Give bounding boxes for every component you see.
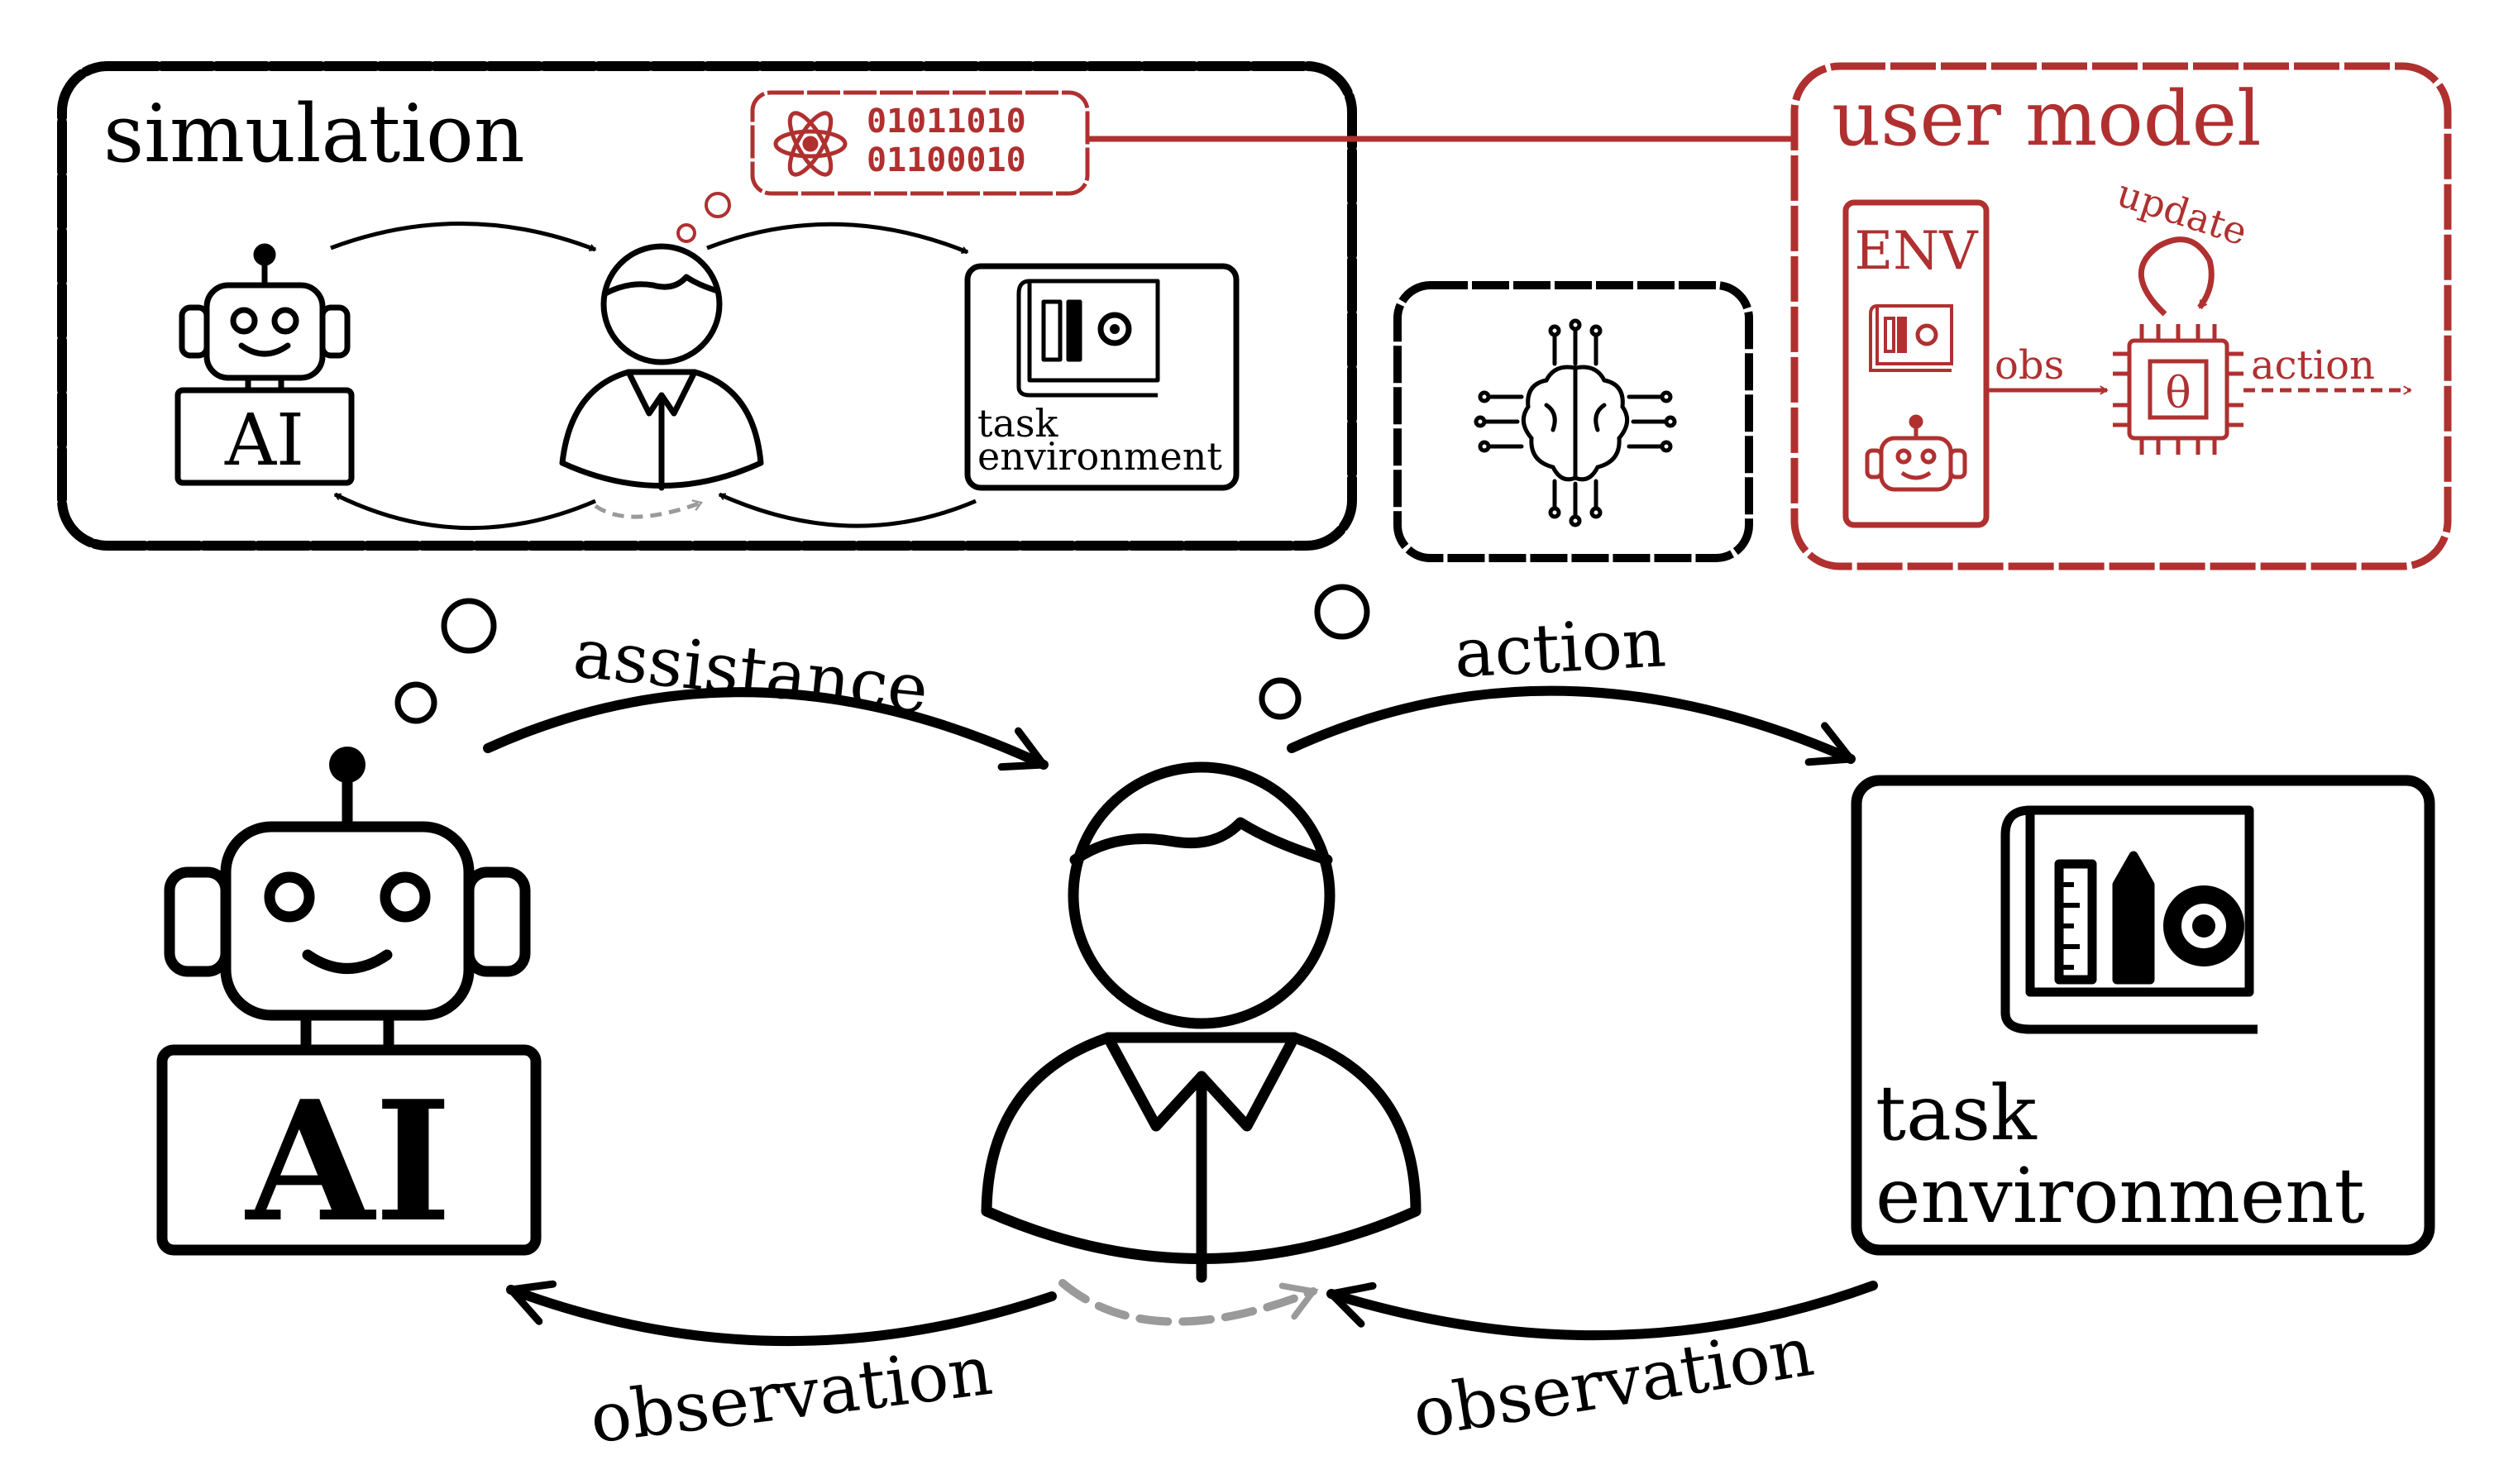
user-icon: [981, 761, 1422, 1283]
sim-ai-box: [174, 387, 355, 486]
user-model-title: user model: [1832, 74, 2262, 163]
action-label: action: [1452, 604, 1668, 693]
sim-gray-dashed-arrow: [594, 499, 704, 519]
brain-bubble: [1393, 281, 1753, 562]
user-model-panel: user model ENV obs: [1790, 62, 2452, 570]
brain-panel: [1393, 281, 1753, 562]
ruler-icon: [2054, 859, 2097, 985]
user-model-bubble: [1790, 62, 2452, 570]
observation-left-arrow: [506, 1280, 1057, 1347]
env-robot-icon: [1865, 414, 1967, 492]
sim-user-icon: [559, 243, 764, 491]
task-environment-box: [1851, 775, 2435, 1256]
sim-task-label-2: environment: [977, 434, 1222, 479]
simulation-bubble: [57, 61, 1357, 551]
user-model-thought: 01011010 01100010: [750, 90, 1794, 196]
sim-action-arrow: [706, 222, 969, 255]
observation-left-label: observation: [586, 1332, 996, 1459]
ai-label-box: [156, 1044, 542, 1256]
chip-icon: [2113, 324, 2243, 455]
task-label-1: task: [1875, 1069, 2038, 1157]
model-action-label: action: [2251, 342, 2375, 389]
sim-thought-dot-small: [676, 223, 696, 243]
ai-label: AI: [245, 1065, 452, 1259]
main-scene: AI task environment: [156, 584, 2435, 1459]
gear-icon: [2163, 885, 2244, 966]
gray-dashed-arrow: [1058, 1279, 1319, 1326]
assistance-label: assistance: [570, 614, 932, 729]
thought-dot-ai-small: [394, 681, 437, 724]
binary-line-2: 01100010: [867, 141, 1026, 179]
sim-assistance-arrow: [330, 222, 597, 252]
action-arrow: [1287, 685, 1856, 766]
sim-task-label-1: task: [977, 401, 1059, 446]
sim-task-environment-icon: [1016, 279, 1160, 398]
env-label: ENV: [1855, 221, 1980, 282]
sim-observation-right-arrow: [718, 492, 977, 528]
simulation-title: simulation: [103, 88, 525, 180]
binary-line-1: 01011010: [867, 103, 1026, 141]
thought-dot-user-small: [1259, 677, 1302, 720]
update-loop-arrow: [2138, 236, 2215, 317]
pencil-icon: [2112, 851, 2155, 985]
atom-icon: [773, 111, 848, 177]
thought-dot-ai-large: [441, 598, 497, 654]
task-label-2: environment: [1875, 1152, 2365, 1240]
sim-robot-icon: [179, 243, 351, 394]
sim-observation-left-arrow: [333, 492, 596, 531]
theta-label: θ: [2165, 369, 2191, 418]
thought-dot-user-large: [1314, 584, 1370, 640]
simulation-panel: simulation AI: [57, 61, 1357, 551]
env-column: [1842, 199, 1990, 528]
obs-label: obs: [1995, 342, 2064, 389]
binary-bubble: [750, 90, 1090, 196]
brain-circuit-icon: [1474, 318, 1677, 527]
ai-robot-icon: [164, 747, 531, 1054]
sim-thought-dot-large: [705, 192, 731, 218]
observation-right-arrow: [1326, 1281, 1878, 1341]
sim-task-box: [964, 263, 1240, 491]
env-task-icon: [1869, 304, 1953, 372]
task-environment-icon: [2000, 805, 2258, 1034]
sim-ai-label: AI: [224, 399, 304, 482]
assistance-arrow: [483, 687, 1049, 771]
